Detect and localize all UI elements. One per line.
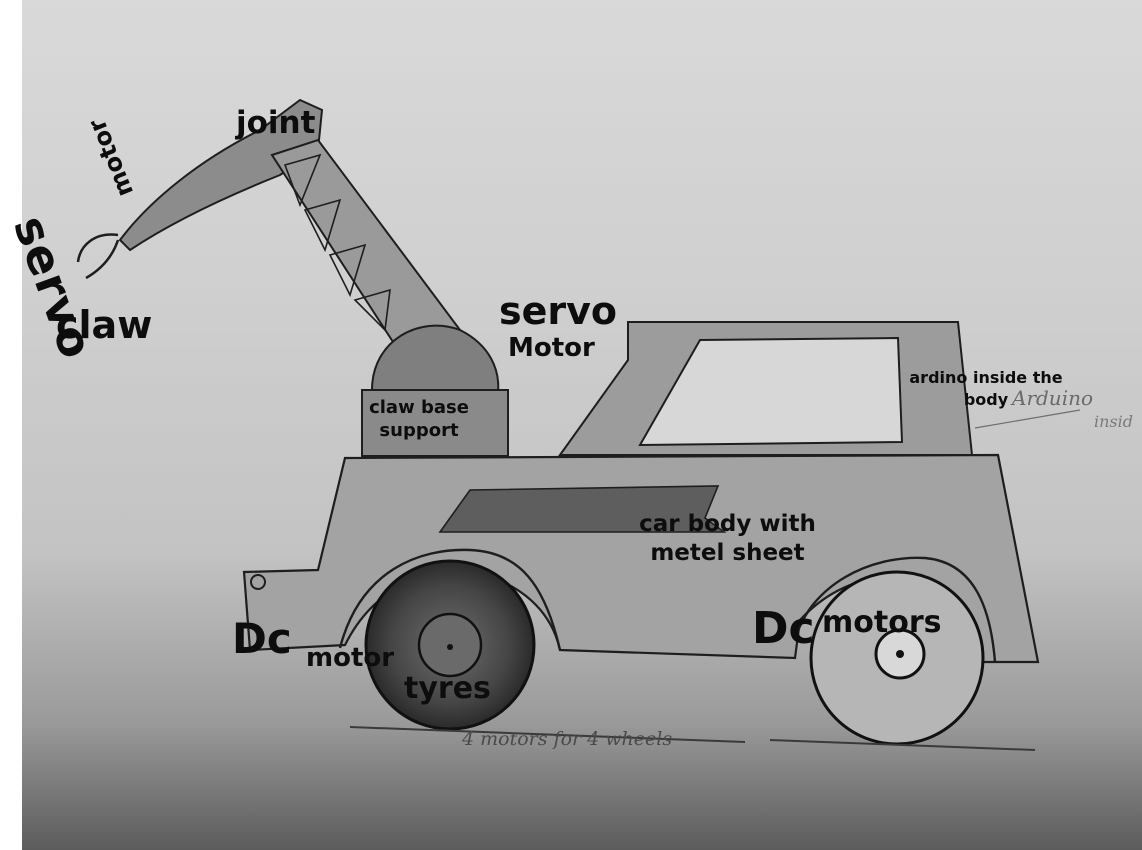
label-ardino-line1: ardino inside the [895, 370, 1077, 386]
rear-wheel-axle [896, 650, 904, 658]
label-claw: claw [56, 306, 152, 344]
label-tyres: tyres [404, 674, 491, 704]
label-car-body-line2: metel sheet [625, 542, 830, 565]
handwritten-arduino-note: Arduino [1012, 386, 1093, 410]
label-joint: joint [236, 108, 315, 139]
label-motors-rear: motors [822, 608, 941, 638]
label-motor-mid: Motor [508, 335, 595, 361]
label-claw-base-line1: claw base [356, 399, 482, 417]
label-car-body-line1: car body with [625, 513, 830, 536]
arduino-pointer [975, 410, 1080, 428]
crane-boom [272, 140, 460, 345]
claw-sketch [78, 235, 118, 278]
label-servo-mid: servo [499, 292, 617, 330]
label-dc-rear: Dc [752, 607, 815, 651]
handwritten-bottom-note: 4 motors for 4 wheels [462, 728, 672, 750]
label-claw-base-line2: support [356, 422, 482, 440]
label-motor-front: motor [306, 645, 394, 671]
handwritten-inside-note: insid [1094, 412, 1133, 431]
label-dc-front: Dc [232, 618, 292, 660]
front-wheel-axle [447, 644, 453, 650]
